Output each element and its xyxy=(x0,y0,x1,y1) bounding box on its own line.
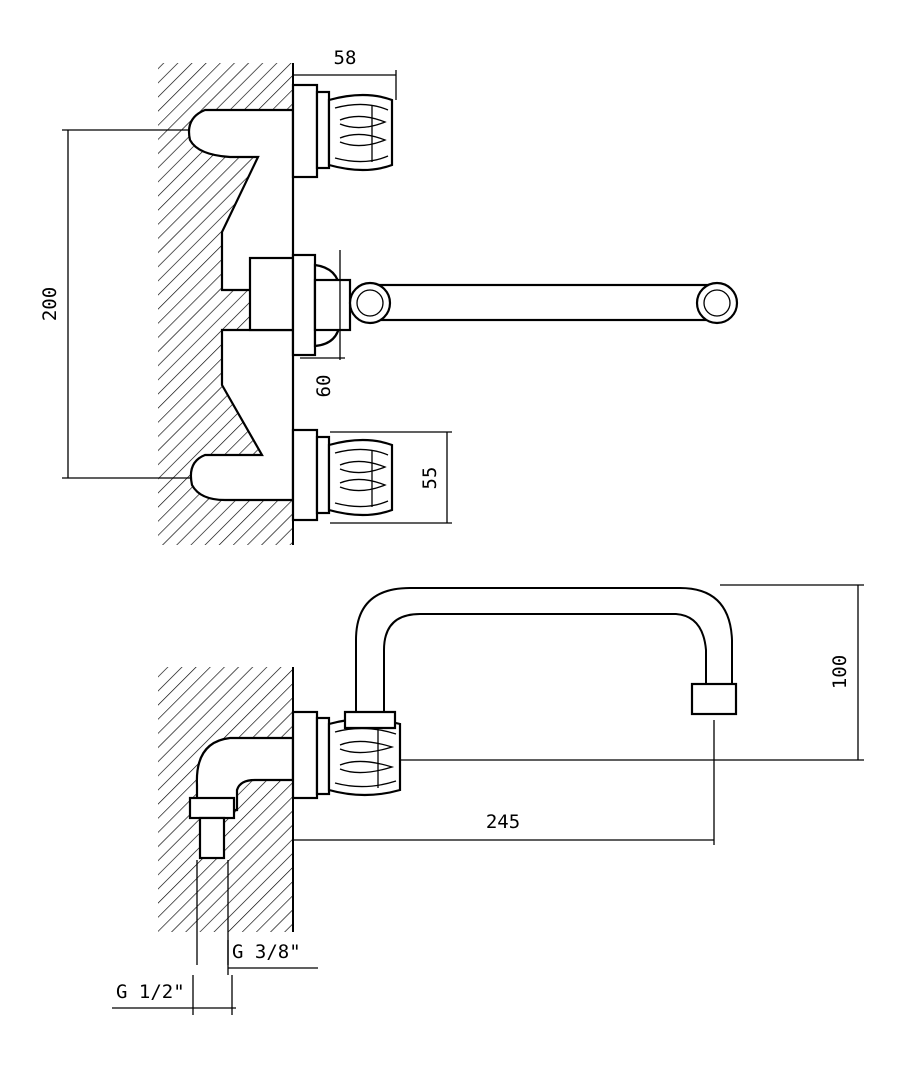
dim-label-55: 55 xyxy=(419,467,441,490)
dim-label-100: 100 xyxy=(829,655,851,689)
mixer-body-lower xyxy=(189,328,295,502)
thread-label-1-2: G 1/2" xyxy=(116,981,185,1003)
dimension-60: 60 xyxy=(300,250,345,397)
mixer-body xyxy=(187,108,295,292)
thread-callout-1-2: G 1/2" xyxy=(112,975,236,1015)
dimension-245: 245 xyxy=(292,720,715,845)
dim-label-58: 58 xyxy=(334,47,357,69)
dimension-200: 200 xyxy=(39,129,190,479)
spout-side xyxy=(343,587,738,730)
dimension-100: 100 xyxy=(400,584,864,761)
spout-front xyxy=(348,281,739,325)
side-view: 100 245 G 3/8" G 1/2" xyxy=(112,584,864,1015)
dim-label-60: 60 xyxy=(313,375,335,398)
dim-label-200: 200 xyxy=(39,287,61,321)
inlet-pipe xyxy=(198,816,226,860)
upper-valve xyxy=(291,83,394,179)
thread-callout-3-8: G 3/8" xyxy=(227,940,318,975)
front-view: 58 200 60 55 xyxy=(39,47,739,545)
dim-label-245: 245 xyxy=(486,811,520,833)
spout-connector xyxy=(291,253,352,357)
side-valve xyxy=(291,710,402,800)
mixer-body-center xyxy=(248,256,295,332)
dimension-58: 58 xyxy=(292,47,397,100)
hex-nut xyxy=(188,796,236,820)
thread-label-3-8: G 3/8" xyxy=(232,941,301,963)
dimension-55: 55 xyxy=(330,431,452,524)
lower-valve xyxy=(291,428,394,522)
